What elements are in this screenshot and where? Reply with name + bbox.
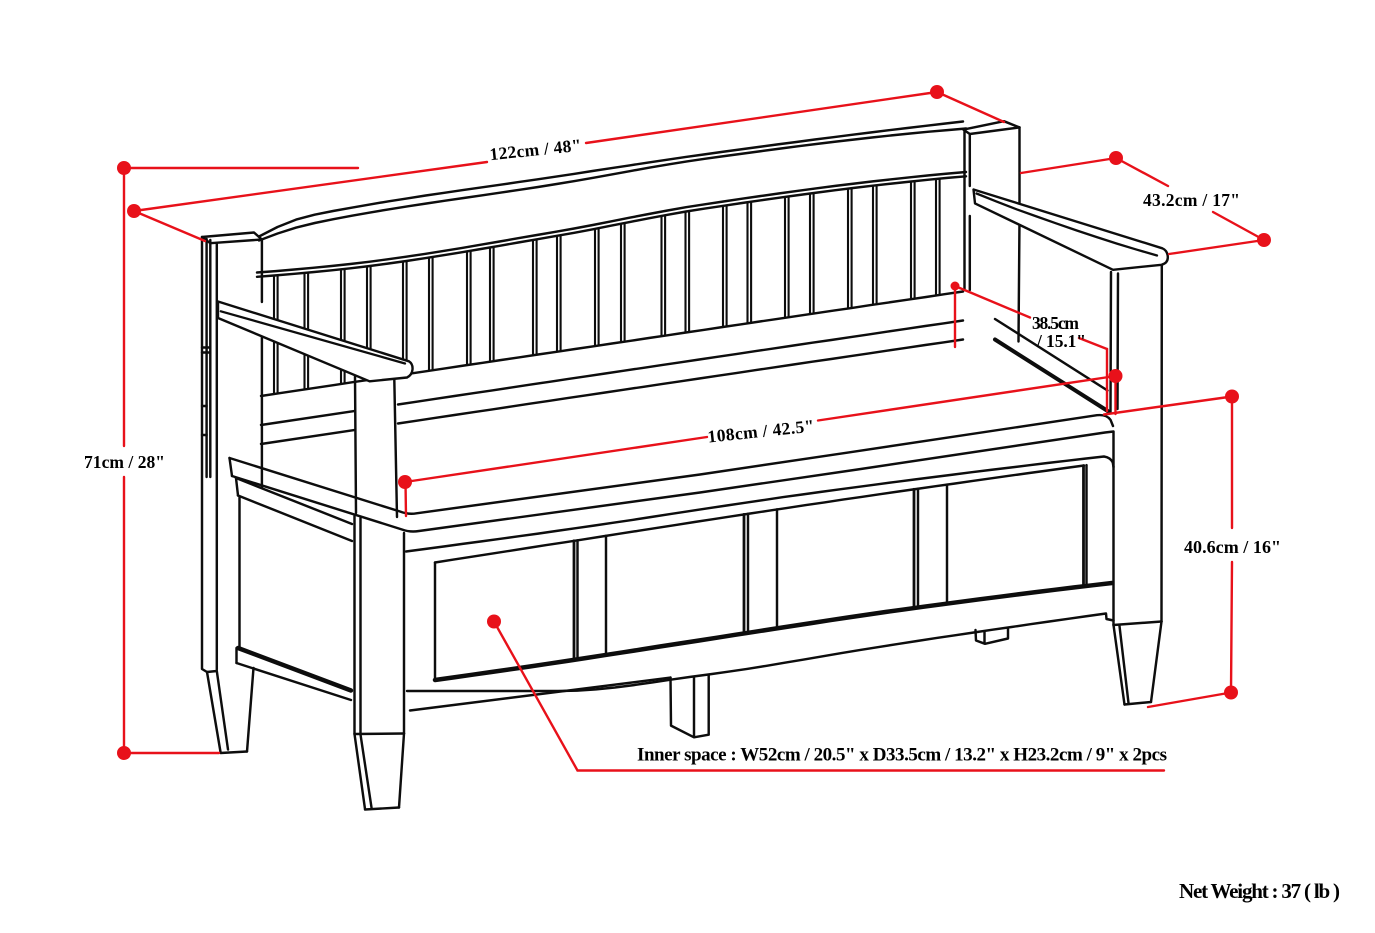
svg-text:71cm / 28": 71cm / 28"	[84, 452, 165, 472]
svg-text:38.5cm: 38.5cm	[1032, 313, 1079, 333]
svg-text:43.2cm / 17": 43.2cm / 17"	[1143, 190, 1240, 210]
svg-text:/ 15.1": / 15.1"	[1036, 331, 1086, 351]
svg-text:Inner space : W52cm / 20.5" x: Inner space : W52cm / 20.5" x D33.5cm / …	[637, 745, 1167, 766]
svg-text:Net Weight : 37 ( lb ): Net Weight : 37 ( lb )	[1179, 879, 1340, 903]
svg-text:40.6cm / 16": 40.6cm / 16"	[1184, 537, 1281, 557]
